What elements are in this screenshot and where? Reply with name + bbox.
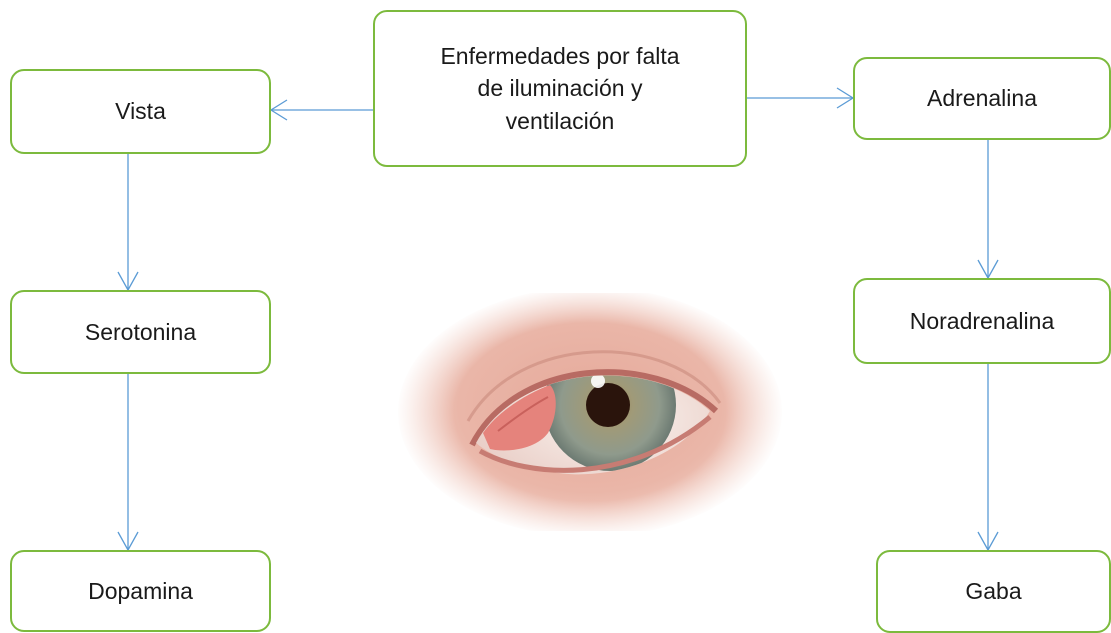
node-vista: Vista: [10, 69, 271, 154]
node-dopamina: Dopamina: [10, 550, 271, 632]
node-noradrenalina-label: Noradrenalina: [909, 307, 1055, 334]
node-noradrenalina: Noradrenalina: [853, 278, 1111, 364]
node-center: Enfermedades por falta de iluminación y …: [373, 10, 747, 167]
node-vista-label: Vista: [115, 98, 166, 125]
node-adrenalina-label: Adrenalina: [927, 85, 1037, 112]
arrowhead-vista: [269, 99, 288, 121]
node-gaba: Gaba: [876, 550, 1111, 633]
edge-fade: [398, 293, 782, 531]
node-dopamina-label: Dopamina: [88, 577, 193, 604]
node-center-label: Enfermedades por falta de iluminación y …: [440, 43, 680, 134]
node-serotonina-label: Serotonina: [84, 318, 197, 345]
node-adrenalina: Adrenalina: [853, 57, 1111, 140]
node-serotonina: Serotonina: [10, 290, 271, 374]
eye-illustration: [398, 293, 782, 531]
node-gaba-label: Gaba: [965, 578, 1022, 605]
